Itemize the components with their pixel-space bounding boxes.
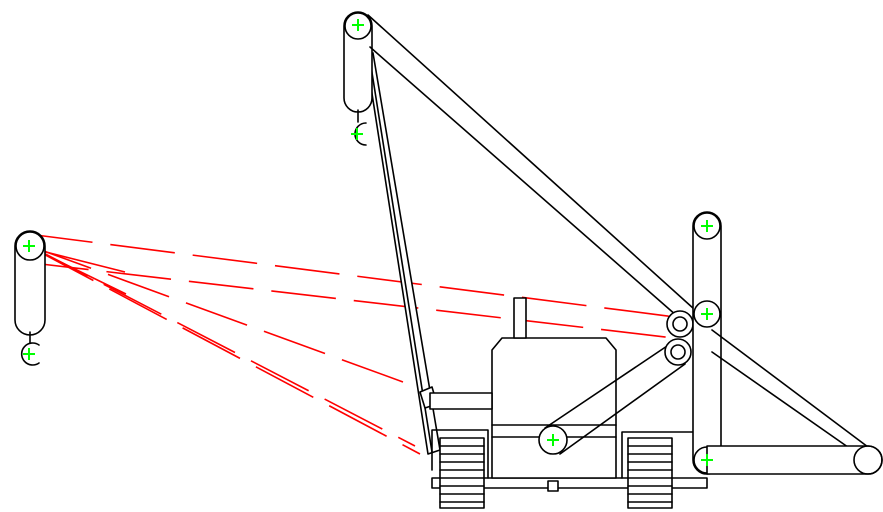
rope-cables xyxy=(23,233,684,455)
joint-icon xyxy=(351,128,363,140)
joint-icon xyxy=(701,454,713,466)
rope-mid-upper xyxy=(29,245,426,391)
top-sheave-block xyxy=(343,11,373,146)
joint-icon xyxy=(701,220,713,232)
joint-icon xyxy=(547,434,559,446)
cab xyxy=(491,337,617,479)
rope-top-upper xyxy=(27,233,684,319)
horizontal-beam xyxy=(706,445,883,475)
rope-short-b xyxy=(35,249,127,295)
left-hoist-block xyxy=(14,230,46,366)
upper-struts xyxy=(367,14,705,324)
right-brace xyxy=(706,329,883,475)
rope-short-a xyxy=(29,247,126,273)
right-track xyxy=(627,437,673,509)
joint-icon xyxy=(701,308,713,320)
twin-pulleys xyxy=(664,310,694,366)
left-track xyxy=(439,437,485,509)
joint-icon xyxy=(352,19,364,31)
rope-top-lower xyxy=(23,261,675,339)
left-hook-icon xyxy=(20,342,40,366)
joint-icon xyxy=(23,240,35,252)
exhaust-stack xyxy=(513,297,527,339)
vertical-mast xyxy=(692,211,722,475)
joint-markers xyxy=(23,19,713,466)
main-boom xyxy=(365,52,441,455)
joint-icon xyxy=(23,348,35,360)
tractor-body xyxy=(429,297,708,509)
rope-bottom-a xyxy=(29,245,416,447)
rope-bottom-b xyxy=(35,249,421,455)
